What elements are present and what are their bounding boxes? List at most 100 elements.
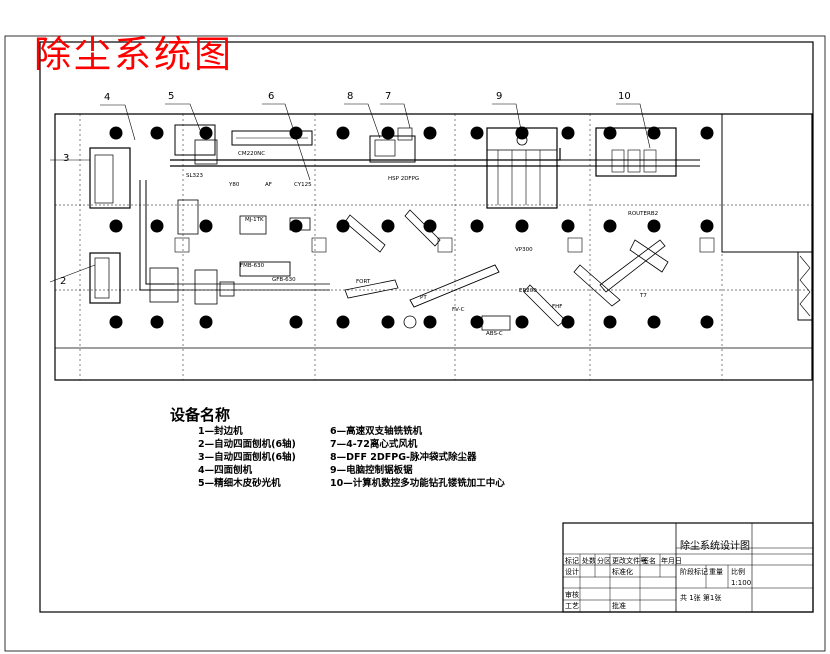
title-block-design: 设计: [565, 568, 579, 576]
column-dot: [603, 126, 617, 140]
column-dot: [647, 315, 661, 329]
column-dot: [289, 315, 303, 329]
column-dot: [109, 219, 123, 233]
column-dot: [700, 315, 714, 329]
machine-label: PT: [420, 295, 427, 301]
column-dot: [561, 219, 575, 233]
column-dot: [423, 315, 437, 329]
column-dot: [336, 219, 350, 233]
column-dot: [199, 315, 213, 329]
column-dot: [603, 219, 617, 233]
column-dot: [381, 126, 395, 140]
machine-label: MJ-1TK: [245, 217, 264, 223]
column-dot: [700, 126, 714, 140]
column-dot: [150, 219, 164, 233]
column-dot: [109, 126, 123, 140]
column-dot: [561, 126, 575, 140]
column-dot: [199, 219, 213, 233]
column-dot: [470, 126, 484, 140]
column-dot: [336, 126, 350, 140]
leader-number-5: 5: [168, 91, 175, 102]
column-dot: [150, 126, 164, 140]
column-dot: [336, 315, 350, 329]
leader-number-3: 3: [63, 153, 70, 164]
title-block-check: 审核: [565, 591, 579, 599]
machine-label: VP300: [515, 247, 533, 253]
column-dot: [150, 315, 164, 329]
column-dot: [515, 315, 529, 329]
legend-item: 5—精细木皮砂光机: [198, 478, 281, 489]
legend-item: 2—自动四面刨机(6轴): [198, 439, 296, 450]
legend-item: 7—4-72离心式风机: [330, 439, 418, 450]
leader-number-7: 7: [385, 91, 392, 102]
legend-item: 10—计算机数控多功能钻孔镂铣加工中心: [330, 478, 505, 489]
title-block-header: 更改文件号: [612, 557, 647, 565]
title-block-header: 年月日: [661, 557, 682, 565]
title-block-std: 标准化: [612, 568, 633, 576]
machine-label: Y80: [229, 182, 240, 188]
title-block-drawing-name: 除尘系统设计图: [680, 541, 750, 552]
leader-number-8: 8: [347, 91, 354, 102]
title-block-header: 签名: [642, 557, 656, 565]
column-dot: [470, 315, 484, 329]
column-dot: [423, 126, 437, 140]
leader-number-2: 2: [60, 276, 67, 287]
title-block: [562, 522, 814, 613]
machine-label: CM220NC: [238, 151, 266, 157]
machine-label: HSP 2DFPG: [388, 176, 420, 182]
machine-label: FV-C: [452, 307, 465, 313]
title-block-stage-label: 阶段标记: [680, 568, 708, 576]
column-dot: [515, 219, 529, 233]
machine-label: GFB-630: [272, 277, 296, 283]
machine-label: CY125: [294, 182, 312, 188]
title-block-scale-label: 比例: [731, 568, 745, 576]
title-block-header: 标记: [565, 557, 579, 565]
legend-item: 1—封边机: [198, 426, 243, 437]
machine-label: T7: [640, 293, 647, 299]
leader-number-10: 10: [618, 91, 631, 102]
column-dot: [700, 219, 714, 233]
column-dot: [109, 315, 123, 329]
title-block-approve: 批准: [612, 602, 626, 610]
column-dot: [647, 219, 661, 233]
title-block-weight-label: 重量: [709, 568, 723, 576]
machine-label: ROUTERB2: [628, 211, 659, 217]
machine-label: SL323: [186, 173, 204, 179]
legend-item: 9—电脑控制锯板锯: [330, 465, 413, 476]
title-block-header: 处数: [582, 557, 596, 565]
legend-item: 3—自动四面刨机(6轴): [198, 452, 296, 463]
legend-item: 8—DFF 2DFPG-脉冲袋式除尘器: [330, 452, 477, 463]
legend-heading: 设备名称: [170, 406, 231, 424]
column-dot: [381, 315, 395, 329]
leader-number-6: 6: [268, 91, 275, 102]
machine-label: FORT: [356, 279, 371, 285]
column-dot: [289, 219, 303, 233]
column-dot: [199, 126, 213, 140]
drawing-title: 除尘系统图: [34, 33, 234, 76]
inner-frame: [39, 41, 814, 613]
machine-label: AF: [265, 182, 272, 188]
column-dot: [647, 126, 661, 140]
legend-item: 4—四面刨机: [198, 465, 253, 476]
title-block-sheet-info: 共 1张 第1张: [680, 594, 722, 602]
legend-item: 6—高速双支轴铣铣机: [330, 426, 423, 437]
column-dot: [289, 126, 303, 140]
column-dot: [561, 315, 575, 329]
column-dot: [423, 219, 437, 233]
machine-label: ER200: [519, 288, 537, 294]
leader-number-9: 9: [496, 91, 503, 102]
leader-lines: [49, 103, 651, 283]
title-block-scale: 1:100: [731, 579, 752, 587]
machine-label: FMB-630: [240, 263, 265, 269]
column-dot: [515, 126, 529, 140]
column-dot: [470, 219, 484, 233]
leader-number-4: 4: [104, 92, 111, 103]
column-dot: [381, 219, 395, 233]
machine-label: FHF: [552, 304, 563, 310]
column-dot: [603, 315, 617, 329]
plant-layout: [54, 113, 813, 381]
structural-columns: [109, 126, 714, 329]
machine-label: ABS-C: [486, 331, 503, 337]
